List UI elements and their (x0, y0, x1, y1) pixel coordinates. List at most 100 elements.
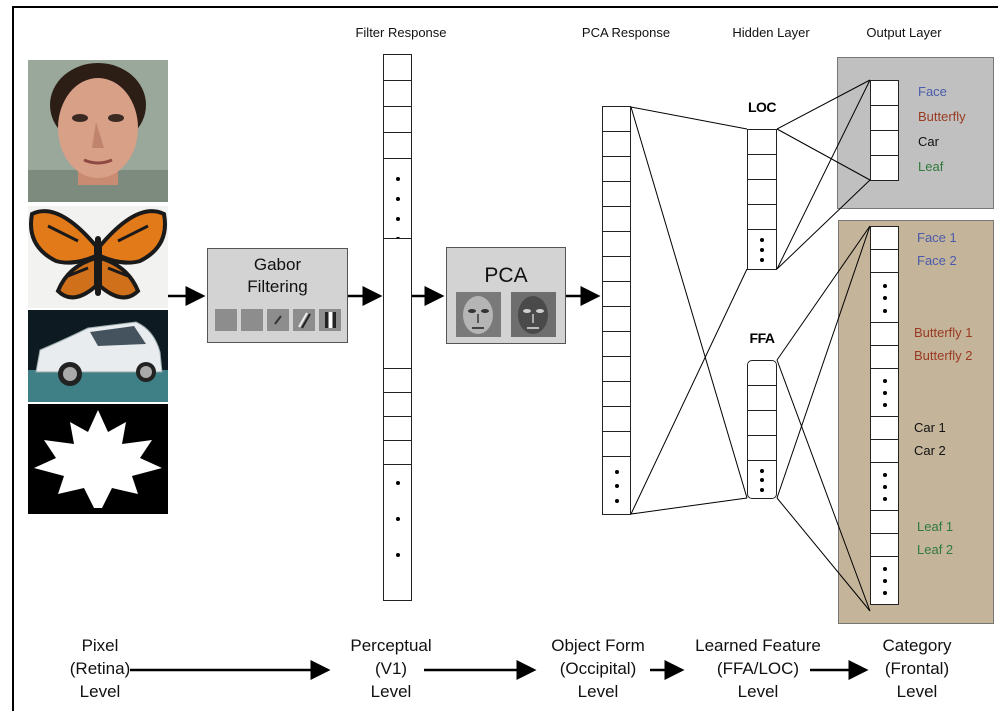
pca-response-cell (602, 181, 631, 207)
loc-ellipsis-block (747, 229, 777, 270)
ffa-ellipsis-block (747, 460, 777, 499)
output-bottom-dot (882, 579, 887, 583)
pca-response-dot (614, 498, 619, 503)
loc-cell (747, 204, 777, 230)
loc-cell (747, 179, 777, 205)
output-bottom-label-butterfly-1: Butterfly 1 (914, 325, 973, 340)
filter-response-dot (396, 553, 400, 557)
leaf-image (28, 404, 168, 514)
ffa-cell (747, 360, 777, 386)
ffa-cell (747, 435, 777, 461)
header-filter-response: Filter Response (355, 25, 447, 40)
output-top-cell (870, 105, 899, 131)
header-hidden-layer: Hidden Layer (732, 25, 810, 40)
output-bottom-cell (870, 510, 899, 534)
gabor-label-line2: Filtering (247, 277, 308, 296)
filter-response-dot (395, 177, 400, 181)
output-bottom-dot (882, 591, 887, 595)
gabor-filtering-box: Gabor Filtering (207, 248, 348, 343)
output-top-cell (870, 155, 899, 181)
filter-response-dot (395, 197, 400, 201)
level-learned-feature-line1: Learned Feature (695, 636, 821, 655)
filter-response-cell (383, 80, 412, 107)
level-pixel-line3: Level (79, 682, 121, 701)
output-bottom-dot (882, 473, 887, 477)
pca-response-cell (602, 331, 631, 357)
pca-response-dot (614, 484, 619, 488)
filter-response-dot (396, 481, 400, 485)
output-top-label-car: Car (918, 134, 939, 149)
pca-response-cell (602, 256, 631, 282)
output-bottom-dot (882, 403, 887, 407)
output-bottom-cell (870, 322, 899, 346)
filter-response-dot (396, 517, 400, 521)
loc-label: LOC (747, 99, 777, 115)
filter-response-cell (383, 440, 412, 465)
filter-response-cell (383, 416, 412, 441)
output-bottom-ellipsis-block (870, 272, 899, 323)
output-bottom-label-leaf-2: Leaf 2 (917, 542, 954, 557)
level-perceptual-line2: (V1) (374, 659, 408, 678)
output-bottom-cell (870, 345, 899, 369)
pca-response-cell (602, 156, 631, 182)
loc-dot (760, 248, 764, 252)
level-learned-feature-line2: (FFA/LOC) (716, 659, 800, 678)
pca-response-cell (602, 131, 631, 157)
output-bottom-dot (882, 485, 887, 489)
pca-response-cell (602, 306, 631, 332)
output-bottom-cell (870, 416, 899, 440)
output-bottom-cell (870, 533, 899, 557)
level-learned-feature-line3: Level (737, 682, 779, 701)
level-learned-feature: Learned Feature (FFA/LOC) Level (695, 634, 821, 703)
pca-response-ellipsis-block (602, 456, 631, 515)
gabor-filter-4 (293, 309, 315, 331)
output-bottom-dot (882, 567, 887, 571)
gabor-label-line1: Gabor (253, 255, 302, 274)
pca-response-cell (602, 206, 631, 232)
level-object-form: Object Form (Occipital) Level (551, 634, 645, 703)
output-bottom-dot (882, 391, 887, 395)
output-bottom-label-car-1: Car 1 (914, 420, 946, 435)
level-category: Category (Frontal) Level (883, 634, 952, 703)
pca-response-cell (602, 431, 631, 457)
filter-response-ellipsis-block (383, 158, 412, 239)
header-pca-response: PCA Response (581, 25, 671, 40)
ffa-cell (747, 385, 777, 411)
output-top-cell (870, 80, 899, 106)
gabor-filter-2 (241, 309, 263, 331)
gabor-filter-1 (215, 309, 237, 331)
pca-response-cell (602, 281, 631, 307)
eigenface-1 (456, 292, 501, 337)
ffa-dot (760, 468, 764, 473)
output-bottom-label-leaf-1: Leaf 1 (917, 519, 954, 534)
level-pixel-line2: (Retina) (69, 659, 131, 678)
level-perceptual-line3: Level (370, 682, 412, 701)
output-bottom-ellipsis-block (870, 556, 899, 605)
filter-response-dot (395, 217, 400, 221)
level-object-form-line2: (Occipital) (559, 659, 637, 678)
header-output-layer: Output Layer (866, 25, 942, 40)
pca-response-cell (602, 406, 631, 432)
filter-response-cell (383, 106, 412, 133)
output-bottom-dot (882, 497, 887, 501)
gabor-filter-5 (319, 309, 341, 331)
output-top-label-face: Face (918, 84, 947, 99)
level-category-line1: Category (882, 636, 952, 655)
output-bottom-cell (870, 226, 899, 250)
output-bottom-ellipsis-block (870, 368, 899, 417)
loc-dot (760, 258, 764, 262)
output-top-label-leaf: Leaf (918, 159, 944, 174)
pca-response-cell (602, 106, 631, 132)
output-bottom-label-face-2: Face 2 (917, 253, 957, 268)
output-top-label-butterfly: Butterfly (918, 109, 966, 124)
butterfly-image (28, 206, 168, 308)
output-top-panel (837, 57, 994, 209)
ffa-dot (760, 478, 764, 482)
level-object-form-line1: Object Form (551, 636, 645, 655)
pca-response-dot (614, 469, 619, 474)
pca-response-cell (602, 356, 631, 382)
output-bottom-label-butterfly-2: Butterfly 2 (914, 348, 973, 363)
loc-dot (760, 238, 764, 242)
filter-response-cell (383, 132, 412, 159)
output-bottom-label-face-1: Face 1 (917, 230, 957, 245)
